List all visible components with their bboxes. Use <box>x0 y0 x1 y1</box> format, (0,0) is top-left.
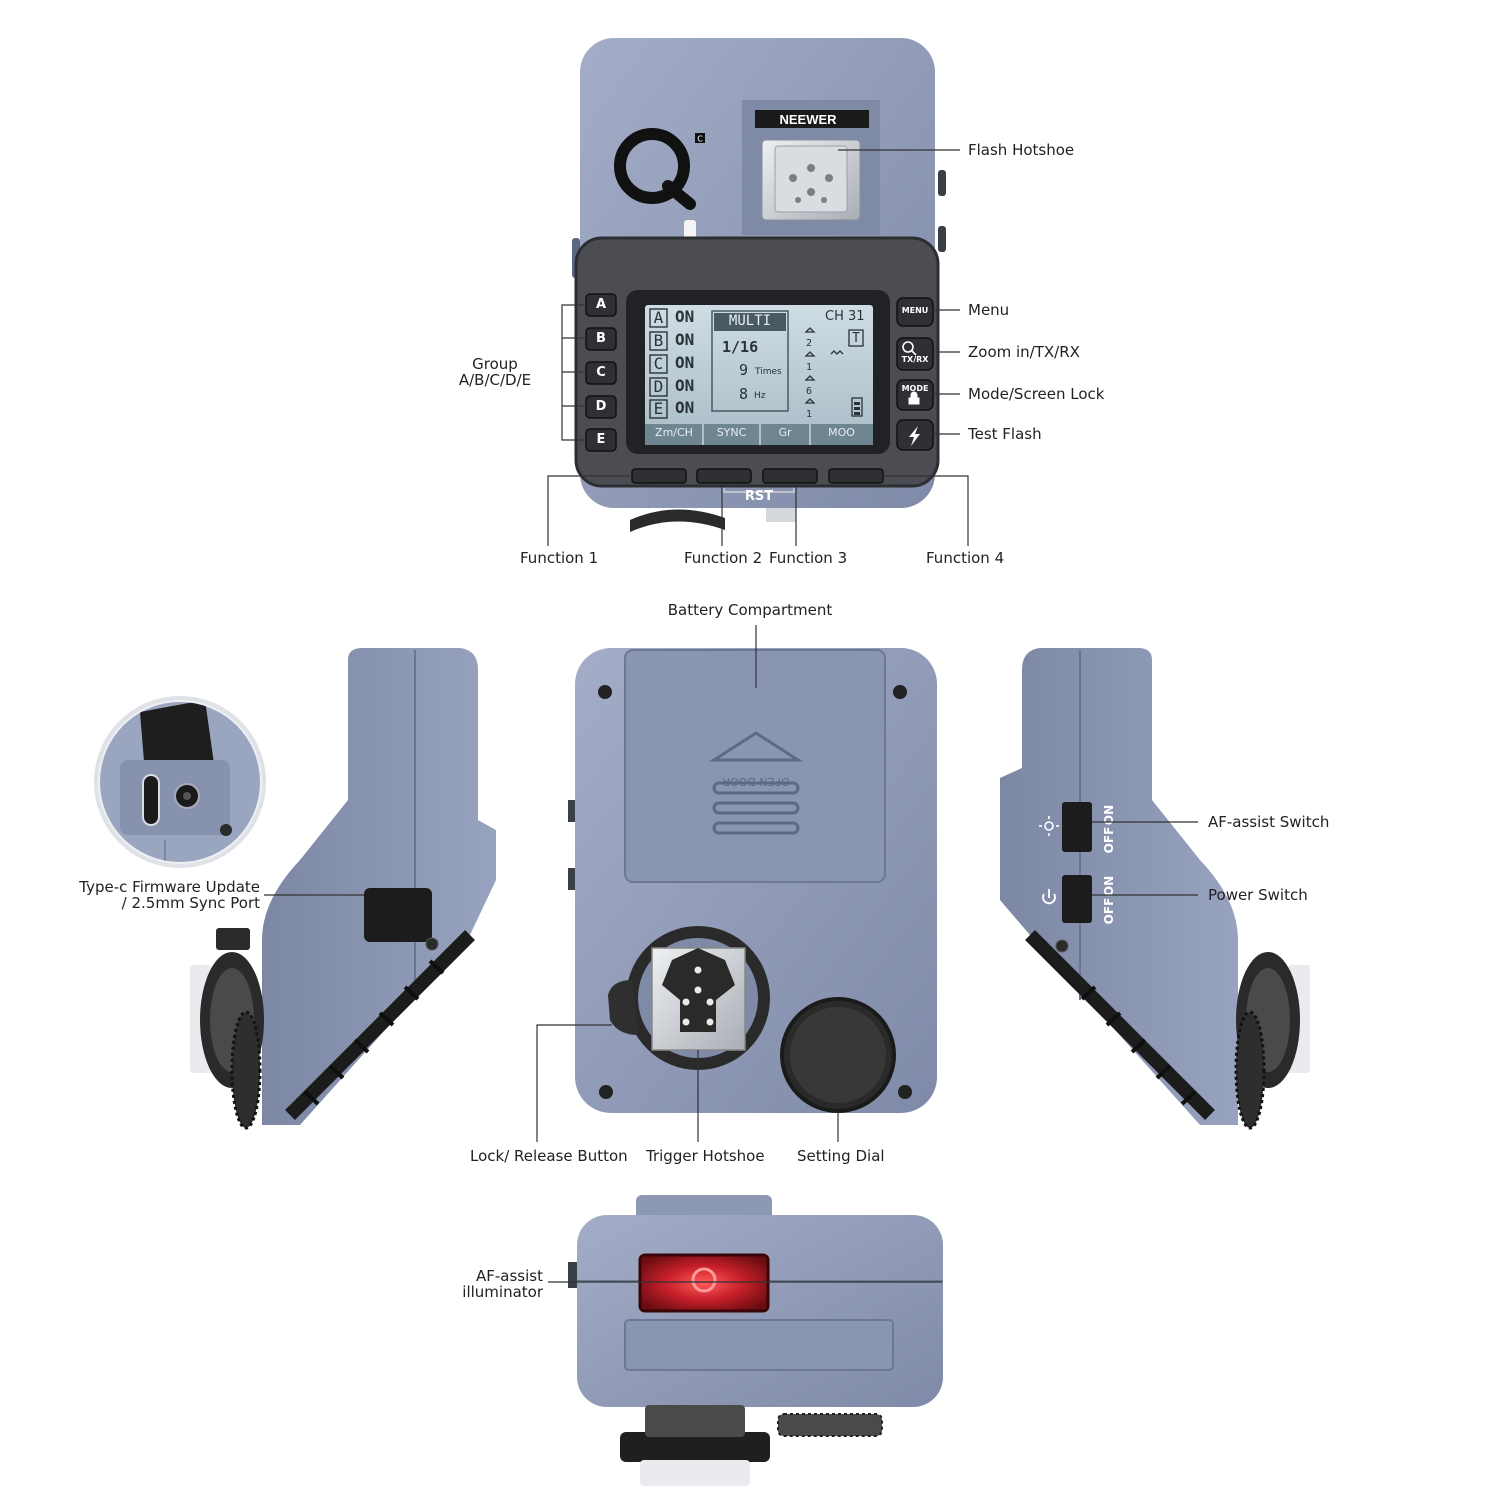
label-mode: Mode/Screen Lock <box>968 385 1105 403</box>
label-function-3: Function 3 <box>769 549 848 567</box>
label-battery: Battery Compartment <box>667 601 833 619</box>
lcd-softkey-1: Zm/CH <box>655 426 693 439</box>
lcd-zoom-4: 1 <box>806 409 813 420</box>
left-side-view <box>190 648 496 1130</box>
menu-button[interactable] <box>896 297 934 327</box>
label-power-switch: Power Switch <box>1208 886 1308 904</box>
lcd-zoom-2: 1 <box>806 362 813 373</box>
power-switch-off: OFF <box>1102 898 1116 925</box>
label-typec-line1: Type-c Firmware Update <box>79 878 260 896</box>
lcd-hz-value: 8 <box>739 385 749 403</box>
lcd-group-e-state: ON <box>675 398 695 417</box>
af-switch-off: OFF <box>1102 827 1116 854</box>
lcd-mode: MULTI <box>728 313 772 329</box>
lcd-channel: CH 31 <box>825 309 865 324</box>
label-menu: Menu <box>968 301 1010 319</box>
label-function-4: Function 4 <box>926 549 1005 567</box>
btn-label-e: E <box>596 432 606 447</box>
power-icon <box>1042 889 1056 905</box>
label-group-line1: Group <box>472 355 518 373</box>
lcd-zoom-1: 2 <box>806 338 813 349</box>
label-af-illum-line1: AF-assist <box>476 1267 543 1285</box>
lcd-group-b-state: ON <box>675 330 695 349</box>
label-lock-release: Lock/ Release Button <box>470 1147 628 1165</box>
btn-label-c: C <box>596 365 606 380</box>
group-d-button[interactable] <box>585 395 617 419</box>
lcd-tag: T <box>852 331 860 346</box>
group-b-button[interactable] <box>585 327 617 351</box>
q-logo-icon <box>614 128 690 204</box>
sun-icon <box>1039 816 1059 836</box>
txrx-button-label: TX/RX <box>901 355 929 364</box>
function-3-button[interactable] <box>762 468 818 484</box>
power-switch-on: ON <box>1102 876 1116 896</box>
lcd-group-e-letter: E <box>653 399 664 418</box>
af-assist-window <box>638 1253 770 1313</box>
af-switch-on: ON <box>1102 805 1116 825</box>
label-flash-hotshoe: Flash Hotshoe <box>968 141 1075 159</box>
function-1-button[interactable] <box>631 468 687 484</box>
lcd-softkey-3: Gr <box>778 426 792 439</box>
lock-release-lever <box>608 980 638 1035</box>
lcd-group-d-state: ON <box>675 376 695 395</box>
btn-label-d: D <box>595 399 607 414</box>
front-view: C NEEWER <box>572 38 946 532</box>
bottom-view <box>568 1195 943 1486</box>
flash-icon <box>909 426 920 446</box>
lcd-display: A ON B ON C ON D ON E ON MULTI 1/16 9 Ti… <box>645 305 873 445</box>
lock-icon <box>908 391 920 405</box>
lcd-times-value: 9 <box>739 361 749 379</box>
af-assist-switch[interactable] <box>1062 802 1092 852</box>
lcd-softkey-4: MOO <box>828 426 855 439</box>
group-c-button[interactable] <box>585 361 617 385</box>
zoom-icon <box>902 341 914 353</box>
label-typec-line2: / 2.5mm Sync Port <box>121 894 260 912</box>
label-function-1: Function 1 <box>520 549 599 567</box>
lcd-hz-unit: Hz <box>754 391 766 401</box>
mode-button-label: MODE <box>901 384 929 393</box>
label-function-2: Function 2 <box>684 549 763 567</box>
lcd-power: 1/16 <box>722 338 759 356</box>
lcd-group-c-state: ON <box>675 353 695 372</box>
label-test-flash: Test Flash <box>968 425 1042 443</box>
battery-level-icon <box>851 397 863 417</box>
port-closeup <box>94 696 266 868</box>
typec-port-cover <box>364 888 432 942</box>
lcd-softkey-2: SYNC <box>716 426 747 439</box>
label-af-switch: AF-assist Switch <box>1208 813 1330 831</box>
battery-door <box>624 649 886 883</box>
btn-label-b: B <box>596 331 606 346</box>
brand-label: NEEWER <box>779 112 837 127</box>
usb-c-port-icon <box>142 774 160 826</box>
lcd-group-b-letter: B <box>653 331 664 350</box>
label-af-illum-line2: illuminator <box>462 1283 543 1301</box>
right-side-view: ON OFF ON OFF <box>1000 648 1310 1130</box>
lcd-screen <box>645 305 873 445</box>
lcd-zoom-3: 6 <box>806 386 813 397</box>
btn-label-a: A <box>595 297 607 312</box>
function-4-button[interactable] <box>828 468 884 484</box>
back-view: OPEN DOOR <box>568 648 937 1113</box>
lcd-group-a-state: ON <box>675 307 695 326</box>
q-logo-sub: C <box>697 135 703 144</box>
power-switch[interactable] <box>1062 875 1092 923</box>
lcd-times-unit: Times <box>755 367 782 377</box>
open-arrow-icon <box>708 731 804 762</box>
function-2-button[interactable] <box>696 468 752 484</box>
lcd-group-a-letter: A <box>653 308 664 327</box>
menu-button-label: MENU <box>901 306 929 315</box>
lcd-group-c-letter: C <box>653 354 664 373</box>
label-zoom: Zoom in/TX/RX <box>968 343 1080 361</box>
lcd-group-d-letter: D <box>653 377 664 396</box>
label-group-line2: A/B/C/D/E <box>458 371 532 389</box>
label-setting-dial: Setting Dial <box>797 1147 885 1165</box>
label-trigger-hotshoe: Trigger Hotshoe <box>646 1147 765 1165</box>
rst-label: RST <box>744 489 774 504</box>
leader-lines <box>264 149 1198 1283</box>
